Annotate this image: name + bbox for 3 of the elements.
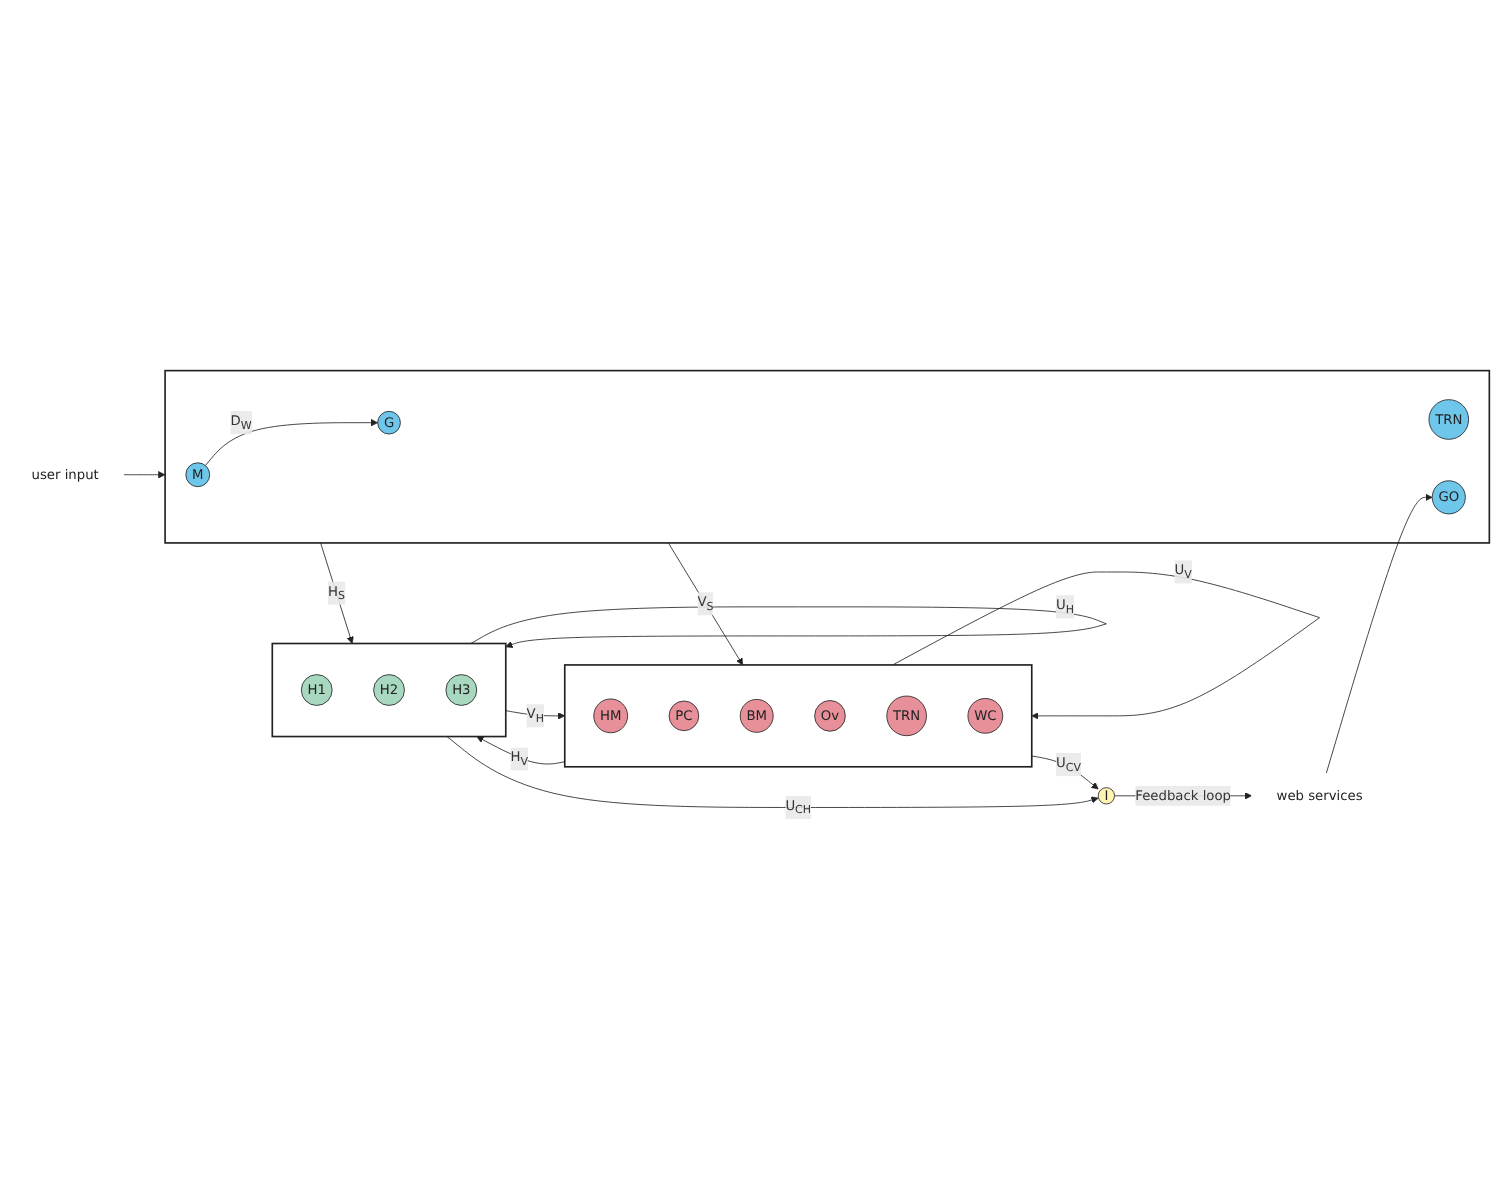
cluster	[271, 641, 507, 737]
cluster	[563, 663, 1033, 767]
cluster	[164, 368, 1491, 543]
